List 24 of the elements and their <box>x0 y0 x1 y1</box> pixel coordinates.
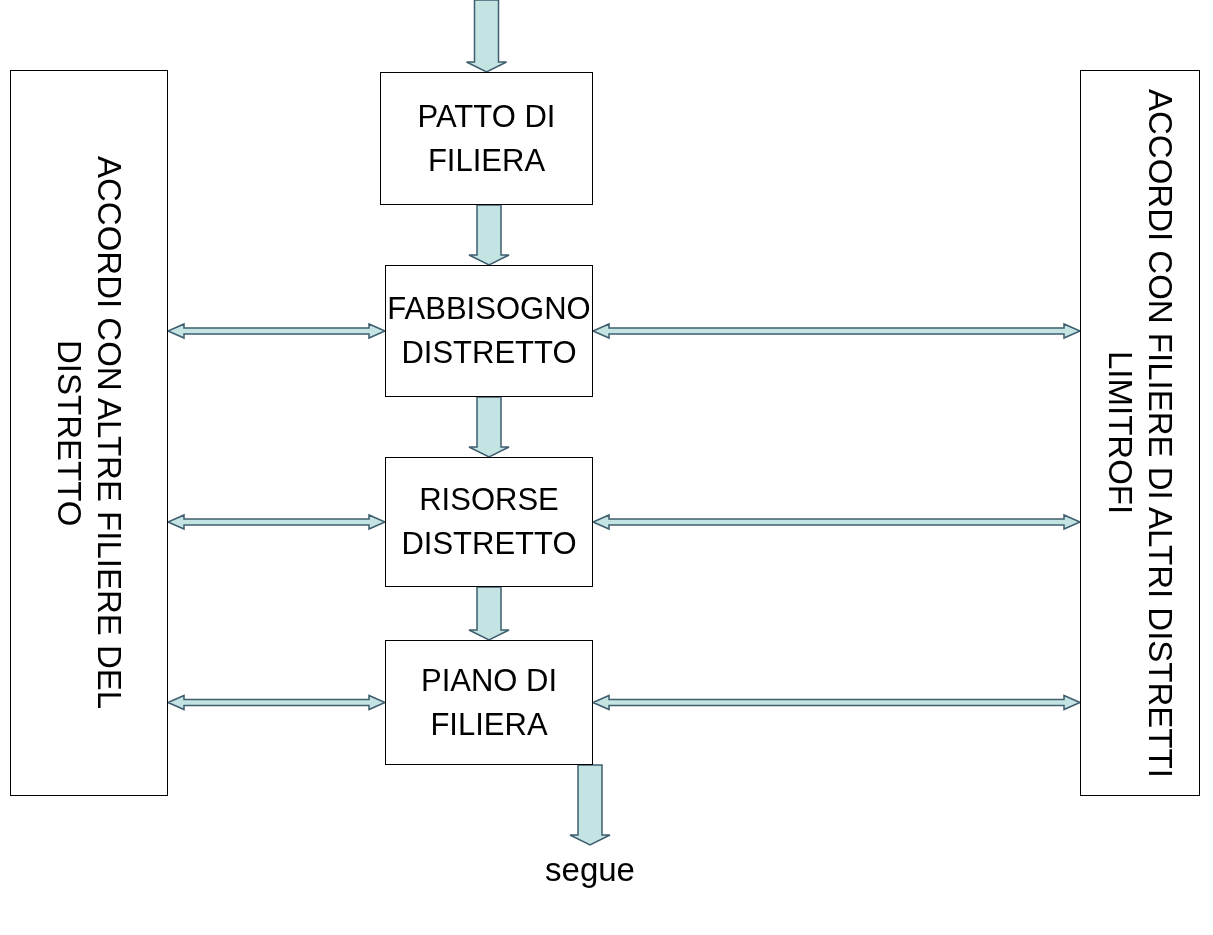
process-box <box>385 640 593 765</box>
arrow <box>468 204 510 266</box>
flow-label: segue <box>545 850 635 890</box>
process-box <box>385 457 593 587</box>
arrow <box>591 513 1082 531</box>
process-box <box>380 72 593 205</box>
vertical-label: ACCORDI CON ALTRE FILIERE DEL DISTRETTO <box>50 155 129 712</box>
arrow <box>166 513 387 531</box>
box-label: RISORSE DISTRETTO <box>400 481 578 563</box>
arrow <box>591 694 1082 711</box>
side-box <box>1080 70 1200 796</box>
box-label: FABBISOGNO DISTRETTO <box>387 290 591 372</box>
arrow <box>166 694 387 711</box>
side-box <box>10 70 168 796</box>
process-box <box>385 265 593 397</box>
box-label: PATTO DI FILIERA <box>416 97 557 180</box>
box-label: PIANO DI FILIERA <box>419 661 559 744</box>
arrow <box>591 322 1082 340</box>
vertical-label: ACCORDI CON FILIERE DI ALTRI DISTRETTI LIMITROFI <box>1101 87 1180 780</box>
arrow <box>166 322 387 340</box>
arrow <box>569 764 611 846</box>
arrow <box>468 396 510 458</box>
arrow <box>465 0 508 73</box>
arrow <box>468 586 510 641</box>
